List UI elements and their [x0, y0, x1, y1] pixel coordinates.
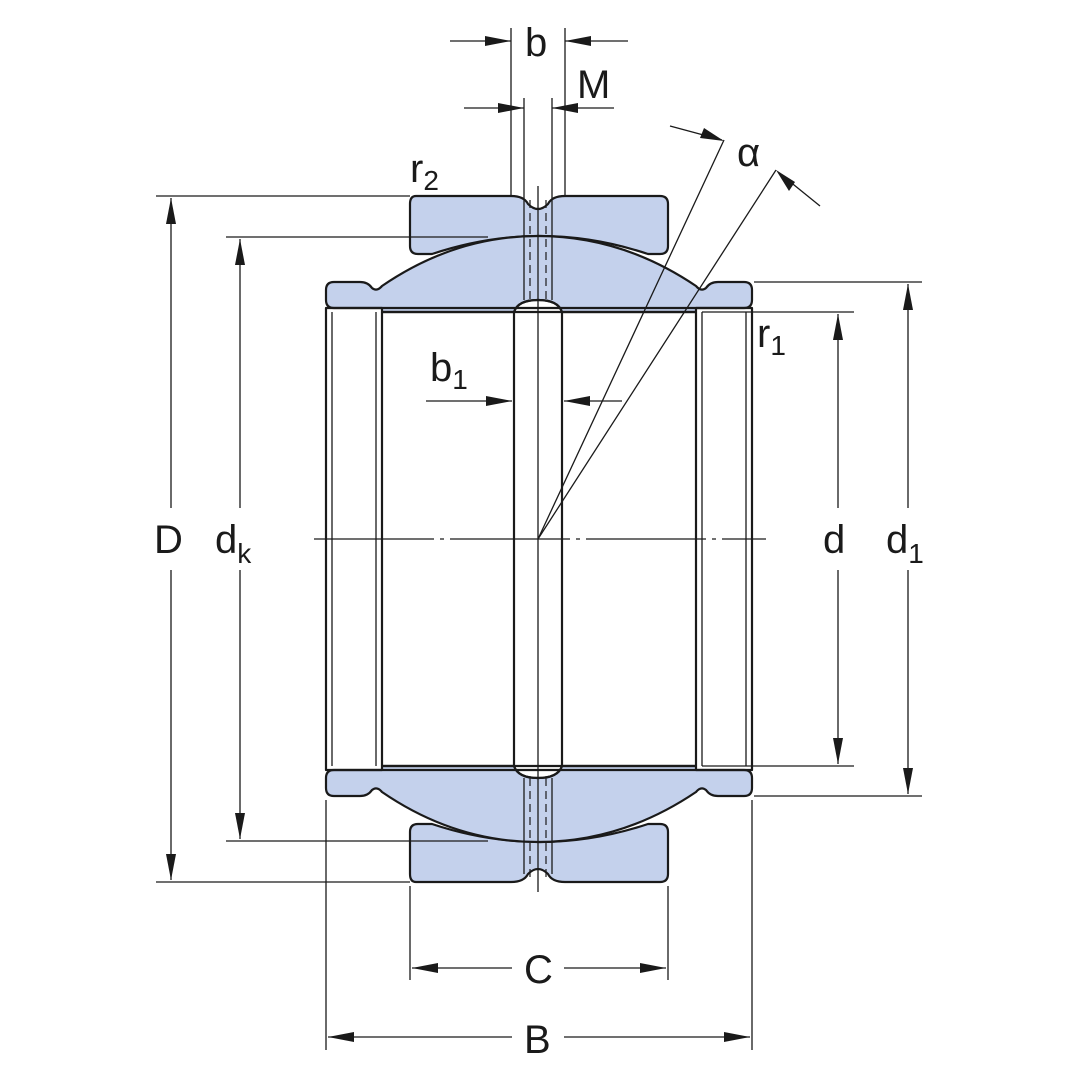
- label-dk-sub: k: [237, 538, 252, 569]
- d-arrow-top: [833, 314, 843, 340]
- label-b1: b1: [430, 346, 468, 395]
- d-arrow-bottom: [833, 738, 843, 764]
- d1-arrow-bottom: [903, 768, 913, 794]
- label-b1-base: b: [430, 346, 452, 390]
- label-r1-base: r: [757, 312, 770, 356]
- label-r2-sub: 2: [423, 165, 439, 196]
- alpha-arrow-right: [776, 170, 795, 191]
- C-arrow-left: [412, 963, 438, 973]
- alpha-arrow-left: [700, 128, 724, 141]
- b-arrow-left: [485, 36, 511, 46]
- C-arrow-right: [640, 963, 666, 973]
- label-B: B: [524, 1018, 551, 1062]
- dk-arrow-bottom: [235, 813, 245, 839]
- label-b: b: [525, 21, 547, 65]
- b1-arrow-left: [486, 396, 512, 406]
- label-M: M: [577, 63, 610, 107]
- label-dk: dk: [215, 518, 252, 569]
- label-d1-base: d: [886, 518, 908, 562]
- B-arrow-left: [328, 1032, 354, 1042]
- B-arrow-right: [724, 1032, 750, 1042]
- label-D: D: [154, 518, 183, 562]
- label-d: d: [823, 518, 845, 562]
- d1-arrow-top: [903, 284, 913, 310]
- label-b1-sub: 1: [452, 364, 468, 395]
- D-arrow-top: [166, 198, 176, 224]
- m-arrow-right: [552, 103, 578, 113]
- D-arrow-bottom: [166, 854, 176, 880]
- dk-arrow-top: [235, 239, 245, 265]
- label-alpha: α: [737, 131, 760, 175]
- outer-ring-top: [408, 194, 670, 256]
- label-r2-base: r: [410, 147, 423, 191]
- alpha-line-2: [537, 169, 777, 540]
- label-r1-sub: 1: [770, 330, 786, 361]
- m-arrow-left: [498, 103, 524, 113]
- b-arrow-right: [565, 36, 591, 46]
- label-dk-base: d: [215, 518, 237, 562]
- label-d1-sub: 1: [908, 538, 924, 569]
- alpha-line-1: [537, 139, 725, 540]
- label-d1: d1: [886, 518, 924, 569]
- label-r2: r2: [410, 147, 439, 196]
- label-C: C: [524, 948, 553, 992]
- label-r1: r1: [757, 312, 786, 361]
- lubrication-groove: [512, 298, 564, 780]
- b1-arrow-right: [564, 396, 590, 406]
- outer-ring-bottom: [408, 822, 670, 884]
